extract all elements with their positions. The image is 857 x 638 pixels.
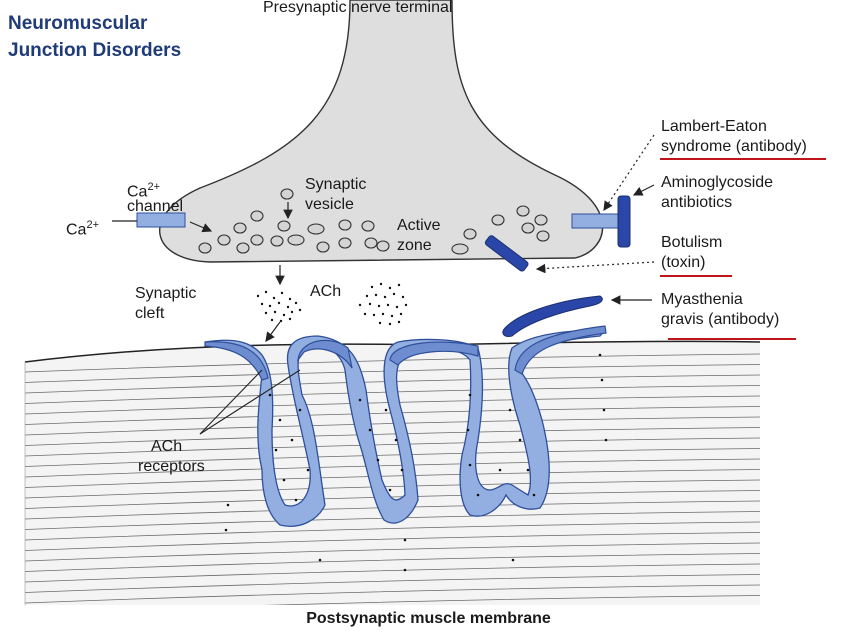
stipple-dot xyxy=(403,568,407,572)
page-title: Neuromuscular Junction Disorders xyxy=(8,10,181,64)
muscle-membrane xyxy=(24,340,761,605)
stipple-dot xyxy=(294,498,298,502)
ach-receptors-pointer-a xyxy=(199,369,263,435)
ca-channel-label-2: channel xyxy=(127,198,184,215)
stipple-dot xyxy=(602,408,606,412)
botulism-pointer xyxy=(535,261,655,274)
muscle-striation xyxy=(25,563,760,583)
postsynaptic-label: Postsynaptic muscle membrane xyxy=(306,610,551,627)
lambert-eaton-label-1: Lambert-Eaton xyxy=(661,118,767,135)
stipple-dot xyxy=(274,448,278,452)
aminoglycoside-label-1: Aminoglycoside xyxy=(661,174,774,191)
aminoglycoside-channel xyxy=(571,213,623,229)
stipple-dot xyxy=(226,503,230,507)
stipple-dot xyxy=(384,408,388,412)
lambert-eaton-pointer xyxy=(603,134,655,211)
ca-channel-label-1: Ca2+ xyxy=(127,181,160,201)
presynaptic-label: Presynaptic nerve terminal xyxy=(263,0,453,16)
stipple-dot xyxy=(358,398,362,402)
ach-receptors-pointer-b xyxy=(199,369,301,435)
muscle-striation xyxy=(25,584,760,604)
channel-arrow xyxy=(189,221,213,233)
stipple-dot xyxy=(306,468,310,472)
stipple-dot xyxy=(526,468,530,472)
stipple-dot xyxy=(368,428,372,432)
stipple-dot xyxy=(604,438,608,442)
ach-label: ACh xyxy=(310,283,342,300)
muscle-striation xyxy=(25,532,760,551)
muscle-striation xyxy=(25,595,760,605)
ach-to-receptor-arrow xyxy=(265,321,281,342)
muscle-striation xyxy=(25,574,760,593)
muscle-striation xyxy=(25,416,760,436)
botulism-label-2: (toxin) xyxy=(661,254,706,271)
title-line-1: Neuromuscular xyxy=(8,13,148,34)
stipple-dot xyxy=(278,418,282,422)
stipple-dot xyxy=(400,468,404,472)
muscle-striation xyxy=(25,521,760,541)
stipple-dot xyxy=(476,493,480,497)
lambert-eaton-label-2: syndrome (antibody) xyxy=(661,138,807,155)
stipple-dot xyxy=(298,408,302,412)
muscle-striation xyxy=(25,553,760,572)
stipple-dot xyxy=(224,528,228,532)
stipple-dot xyxy=(403,538,407,542)
stipple-dot xyxy=(532,493,536,497)
receptor-caps xyxy=(204,325,607,381)
stipple-dot xyxy=(511,558,515,562)
ach-molecules-left xyxy=(256,290,302,323)
muscle-striation xyxy=(25,469,760,488)
stipple-dot xyxy=(388,488,392,492)
stipple-dot xyxy=(268,393,272,397)
botulism-label-1: Botulism xyxy=(661,234,723,251)
active-zone-label-1: Active xyxy=(397,217,441,234)
aminoglycoside-pointer xyxy=(632,184,655,196)
stipple-dot xyxy=(600,378,604,382)
active-zone-label-2: zone xyxy=(397,237,432,254)
stipple-dot xyxy=(466,428,470,432)
ach-molecules-right xyxy=(358,282,408,326)
title-line-2: Junction Disorders xyxy=(8,40,182,61)
stipple-dot xyxy=(468,463,472,467)
muscle-striation xyxy=(25,479,760,499)
stipple-dot xyxy=(598,353,602,357)
botulism-toxin xyxy=(484,235,529,272)
stipple-dot xyxy=(468,393,472,397)
stipple-dot xyxy=(508,408,512,412)
aminoglycoside-blocker xyxy=(617,195,631,248)
ca-channel xyxy=(136,212,186,228)
synaptic-vesicles xyxy=(198,188,550,255)
aminoglycoside-label-2: antibiotics xyxy=(661,194,733,211)
stipple-dot xyxy=(290,438,294,442)
stipple-dot xyxy=(498,468,502,472)
muscle-striation xyxy=(25,542,760,562)
ca-ion-label: Ca2+ xyxy=(66,219,99,239)
ach-receptors-label-2: receptors xyxy=(138,458,205,475)
muscle-striation xyxy=(25,427,760,446)
myasthenia-label-2: gravis (antibody) xyxy=(661,311,780,328)
stipple-dot xyxy=(518,438,522,442)
receptor-stipple xyxy=(224,353,608,572)
synaptic-cleft-label-2: cleft xyxy=(135,305,165,322)
stipple-dot xyxy=(318,558,322,562)
stipple-dot xyxy=(394,438,398,442)
synaptic-cleft-label-1: Synaptic xyxy=(135,285,197,302)
muscle-striation xyxy=(25,458,760,478)
stipple-dot xyxy=(282,478,286,482)
presynaptic-terminal xyxy=(159,0,604,263)
muscle-striation xyxy=(25,448,760,467)
myasthenia-label-1: Myasthenia xyxy=(661,291,743,308)
stipple-dot xyxy=(376,458,380,462)
synaptic-vesicle-label-2: vesicle xyxy=(305,196,354,213)
myasthenia-antibody xyxy=(502,295,603,337)
synaptic-vesicle-label-1: Synaptic xyxy=(305,176,367,193)
ach-receptors-label-1: ACh xyxy=(151,438,183,455)
muscle-striation xyxy=(25,437,760,457)
